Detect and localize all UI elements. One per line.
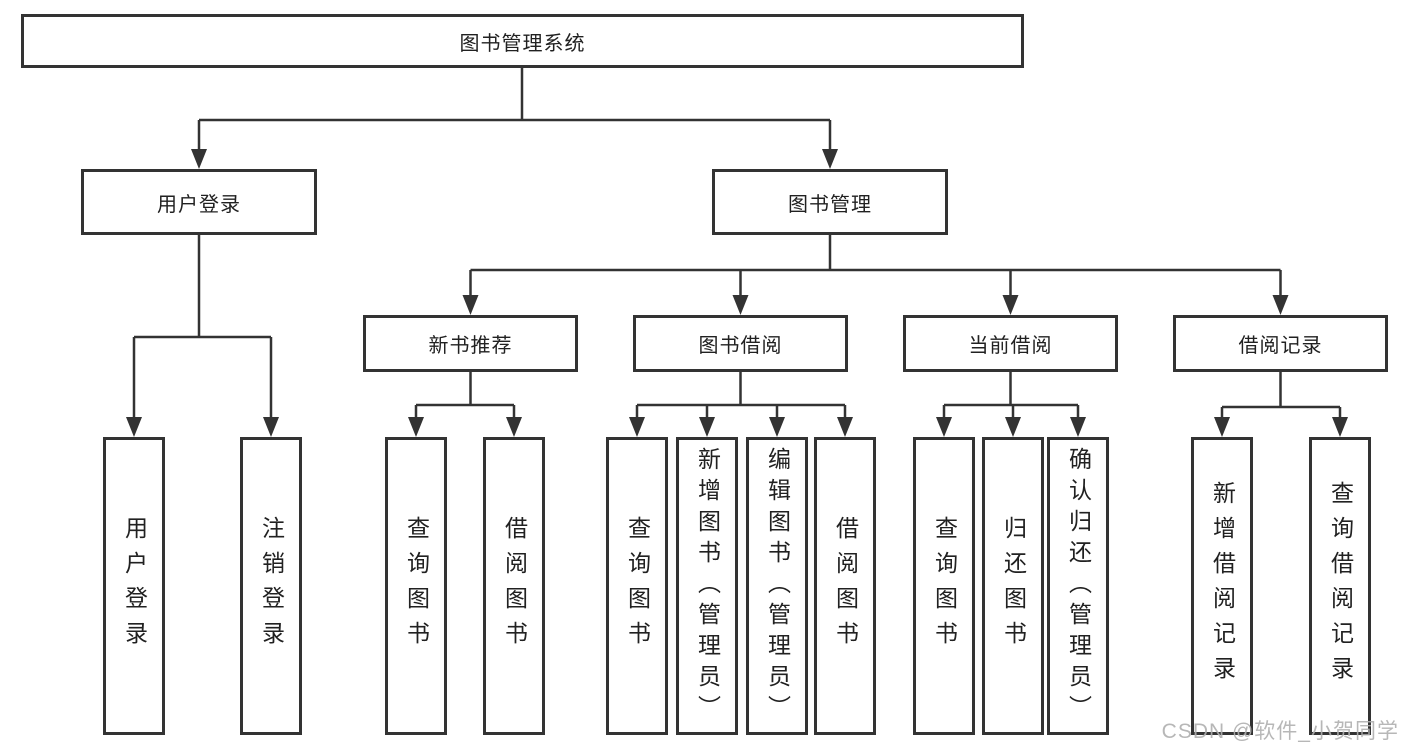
node-query-borrow-record: 查询借阅记录 [1309, 437, 1371, 735]
node-label: 归还图书 [1000, 516, 1027, 656]
node-borrow-books-leaf: 借阅图书 [814, 437, 876, 735]
node-query-books-current: 查询图书 [913, 437, 975, 735]
node-logout-leaf: 注销登录 [240, 437, 302, 735]
node-label: 新增借阅记录 [1209, 481, 1236, 691]
node-label: 借阅图书 [501, 516, 528, 656]
node-user-login: 用户登录 [81, 169, 317, 235]
node-label: 图书借阅 [698, 335, 783, 357]
node-book-borrowing: 图书借阅 [633, 315, 848, 372]
node-label: 查询图书 [624, 516, 651, 656]
node-confirm-return-admin: 确认归还（管理员） [1047, 437, 1109, 735]
node-label: 查询借阅记录 [1327, 481, 1354, 691]
node-label: 注销登录 [258, 516, 285, 656]
csdn-watermark: CSDN @软件_小贺同学 [1161, 720, 1399, 743]
node-query-books-recommend: 查询图书 [385, 437, 447, 735]
node-label: 用户登录 [157, 193, 241, 216]
node-book-management: 图书管理 [712, 169, 948, 235]
node-label: 编辑图书（管理员） [764, 446, 791, 726]
node-return-books: 归还图书 [982, 437, 1044, 735]
node-edit-books-admin: 编辑图书（管理员） [746, 437, 808, 735]
tree-edges [132, 68, 1342, 419]
node-label: 图书管理 [788, 193, 872, 216]
node-label: 查询图书 [931, 516, 958, 656]
node-new-book-recommend: 新书推荐 [363, 315, 578, 372]
node-label: 借阅图书 [832, 516, 859, 656]
node-user-login-leaf: 用户登录 [103, 437, 165, 735]
node-label: 图书管理系统 [459, 32, 586, 55]
node-label: 用户登录 [121, 516, 148, 656]
node-label: 当前借阅 [968, 335, 1053, 357]
node-borrowing-records: 借阅记录 [1173, 315, 1388, 372]
node-add-borrow-record: 新增借阅记录 [1191, 437, 1253, 735]
node-add-books-admin: 新增图书（管理员） [676, 437, 738, 735]
node-label: 查询图书 [403, 516, 430, 656]
node-borrow-books-recommend: 借阅图书 [483, 437, 545, 735]
node-label: 确认归还（管理员） [1065, 446, 1092, 726]
node-query-books-borrow: 查询图书 [606, 437, 668, 735]
node-label: 新增图书（管理员） [694, 446, 721, 726]
node-label: 新书推荐 [428, 335, 513, 357]
node-label: 借阅记录 [1238, 335, 1323, 357]
node-current-borrowing: 当前借阅 [903, 315, 1118, 372]
node-book-management-system: 图书管理系统 [21, 14, 1024, 68]
arrowheads [126, 149, 1348, 437]
